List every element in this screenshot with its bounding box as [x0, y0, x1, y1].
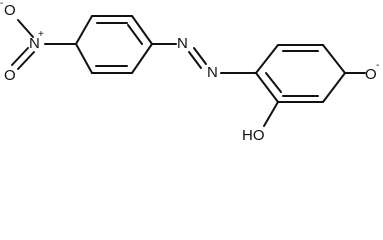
ring-bond — [131, 15, 153, 45]
nitro-n-o-double-bond — [17, 51, 35, 70]
ring-bond — [255, 44, 279, 74]
azo-nitrogen-1-label: N — [177, 35, 188, 52]
azo-nitrogen-2-label: N — [207, 64, 218, 81]
nitro-oxygen-top-charge: - — [0, 0, 3, 9]
nitro-nitrogen-label: N — [29, 35, 40, 52]
ring-bond — [75, 15, 93, 45]
bond-layer — [11, 15, 366, 127]
nitro-n-o-double-bond — [11, 47, 29, 66]
azo-double-bond — [188, 51, 202, 69]
nitro-n-o-bond — [17, 19, 34, 38]
nitro-oxygen-bottom-label: O — [4, 67, 16, 84]
ring-bond — [75, 43, 93, 74]
chemical-structure-canvas: O - N + O N N O - HO — [0, 0, 380, 144]
nitro-nitrogen-charge: + — [38, 29, 44, 40]
aromatic-inner-bond — [127, 24, 143, 45]
ring-bond — [322, 44, 346, 74]
ring-bond — [131, 43, 153, 74]
phenolate-oxygen-label: O — [365, 66, 377, 83]
nitro-oxygen-top-label: O — [4, 2, 16, 19]
phenolate-oxygen-charge: - — [376, 60, 379, 71]
label-layer: O - N + O N N O - HO — [0, 0, 379, 144]
hydroxyl-bond — [263, 101, 279, 127]
hydroxyl-label: HO — [242, 127, 265, 144]
molecule-diagram: O - N + O N N O - HO — [0, 0, 379, 144]
ring-bond — [322, 72, 346, 103]
azo-double-bond — [193, 47, 207, 65]
aromatic-inner-bond — [265, 72, 282, 93]
ring-bond — [255, 72, 279, 103]
